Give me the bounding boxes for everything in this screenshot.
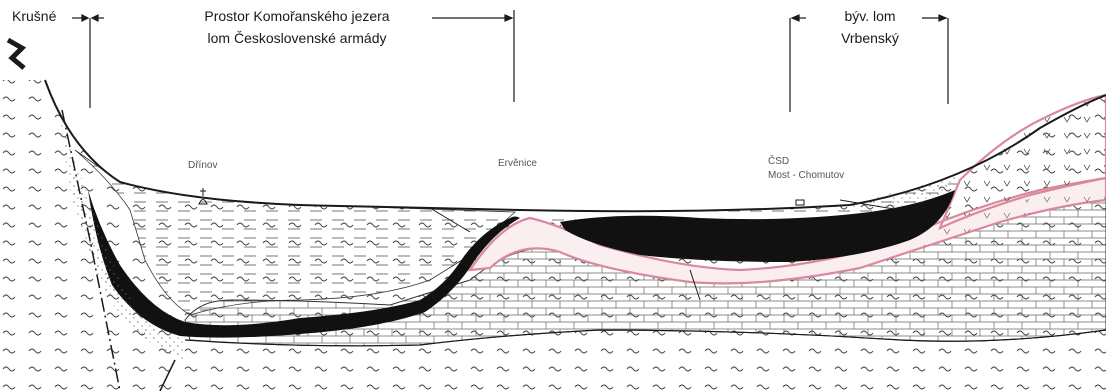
label-prostor-line1: Prostor Komořanského jezera [172, 8, 422, 24]
label-prostor-line2: lom Československé armády [172, 30, 422, 46]
label-drinov: Dřínov [188, 160, 217, 171]
label-byv-line2: Vrbenský [820, 30, 920, 46]
label-byv-line1: býv. lom [820, 8, 920, 24]
label-most-chomutov: Most - Chomutov [768, 170, 844, 181]
label-krusne: Krušné [12, 8, 56, 24]
label-csd: ČSD [768, 156, 789, 167]
label-ervenice: Ervěnice [498, 158, 537, 169]
ridge-mark [8, 40, 24, 68]
station-icon [796, 200, 804, 205]
